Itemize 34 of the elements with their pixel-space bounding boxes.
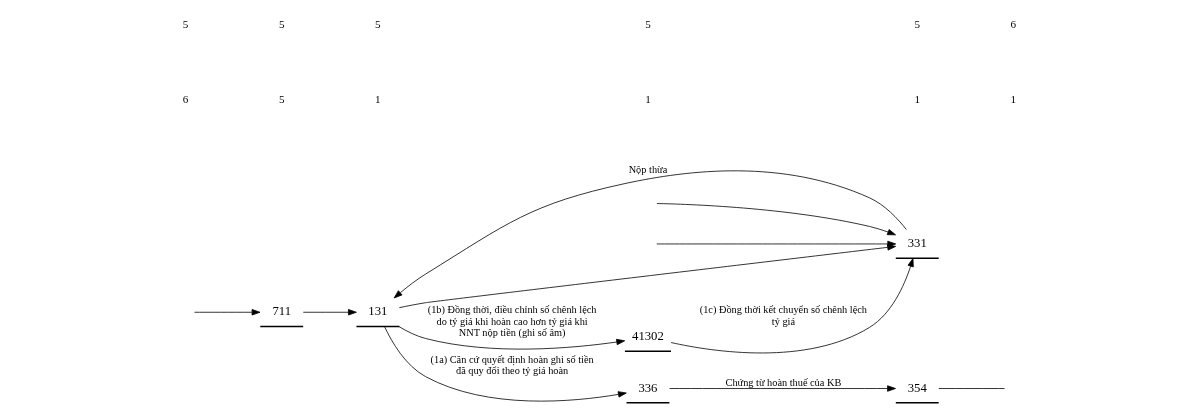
node-text: 41302	[632, 328, 664, 343]
label: 5	[375, 18, 381, 31]
label: 5	[182, 18, 189, 31]
arrow	[656, 203, 896, 236]
arrow	[398, 326, 626, 350]
label: 1	[1010, 93, 1017, 106]
label: 6	[1010, 18, 1017, 31]
edge-label: Chứng từ hoàn thuế của KB	[725, 376, 842, 388]
label: 1	[645, 93, 651, 106]
label: 5	[914, 18, 921, 31]
node-text: 711	[272, 304, 292, 319]
arrow	[302, 309, 357, 316]
edge-label: (1a) Căn cứ quyết định hoàn ghi số tiền đã quy đổi theo tỷ giá hoàn	[430, 353, 594, 376]
node-text: 336	[638, 380, 658, 395]
connector	[938, 388, 1005, 389]
arrow	[656, 240, 897, 251]
label: 1	[375, 93, 381, 106]
arrow	[393, 170, 907, 299]
edge-label: (1c) Đồng thời kết chuyển số chênh lệch tỷ giá	[699, 304, 868, 327]
node-text: 131	[368, 304, 388, 319]
node-text: 331	[907, 235, 927, 250]
label: 5	[278, 93, 285, 106]
edge-label: Nộp thừa	[628, 163, 668, 175]
edge-label: (1b) Đồng thời, điều chỉnh số chênh lệch do tỷ giá khi hoàn cao hơn tỷ giá khi NNT nộp tiền (ghi số âm)	[427, 304, 597, 338]
label: 6	[182, 93, 189, 106]
arrow	[670, 258, 914, 354]
node-text: 354	[907, 380, 927, 395]
arrow	[194, 309, 261, 316]
arrow	[398, 240, 897, 309]
label: 5	[645, 18, 651, 31]
arrow	[669, 385, 896, 392]
label: 1	[914, 93, 921, 106]
arrow	[384, 326, 627, 402]
label: 5	[278, 18, 285, 31]
